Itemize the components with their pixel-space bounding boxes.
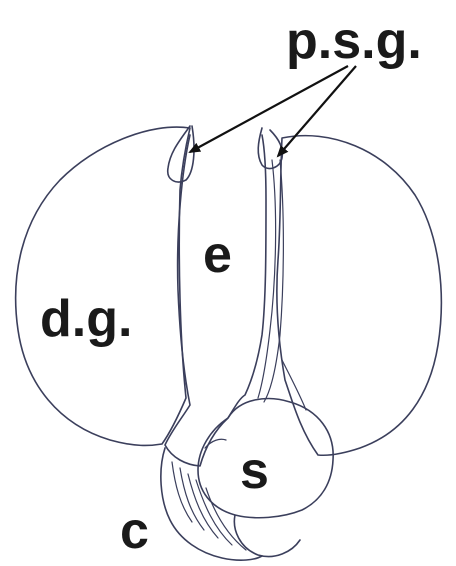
salivary-duct-outer	[257, 159, 277, 399]
caecum-ridge-5	[205, 487, 247, 551]
psg-arrow-right	[276, 65, 357, 158]
caecum	[160, 447, 263, 561]
stomach	[197, 397, 334, 519]
salivary-duct-right	[281, 359, 307, 411]
caecum-ridge-1	[171, 461, 193, 523]
esophagus	[164, 134, 267, 467]
stomach-fold	[204, 438, 227, 449]
label-psg: p.s.g.	[286, 12, 422, 70]
salivary-duct-inner	[263, 159, 284, 403]
right-dorsal-gland	[276, 134, 443, 457]
label-c: c	[120, 502, 149, 560]
caecum-ridge-4	[195, 479, 233, 546]
stomach-lobe	[233, 514, 301, 558]
caecum-ridge-3	[187, 473, 219, 539]
label-dg: d.g.	[40, 290, 132, 348]
left-dorsal-gland	[14, 126, 191, 447]
caecum-ridge-2	[179, 467, 205, 531]
label-e: e	[203, 226, 232, 284]
psg-arrow-left	[188, 65, 349, 153]
label-s: s	[240, 442, 269, 500]
psg-right-gland	[257, 127, 284, 170]
psg-left-gland	[166, 125, 195, 183]
